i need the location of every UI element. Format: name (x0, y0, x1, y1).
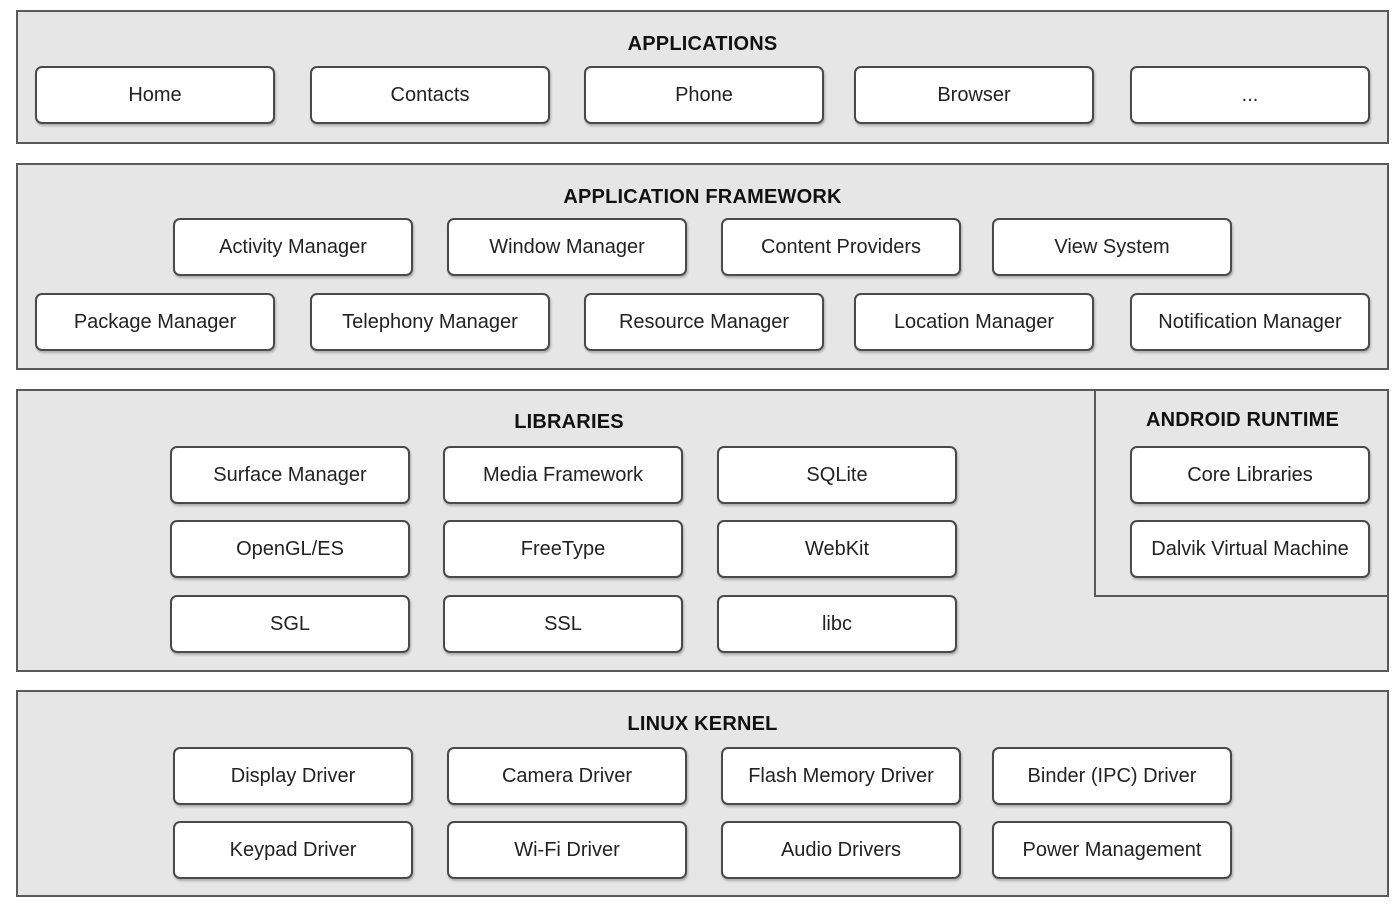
framework-title: APPLICATION FRAMEWORK (563, 186, 842, 208)
resource-manager-box: Resource Manager (584, 293, 824, 351)
applications-title: APPLICATIONS (627, 33, 778, 55)
kernel-title: LINUX KERNEL (627, 713, 778, 735)
app-phone-box: Phone (584, 66, 824, 124)
runtime-title: ANDROID RUNTIME (1146, 409, 1339, 431)
sgl-box: SGL (170, 595, 410, 653)
display-driver-box: Display Driver (173, 747, 413, 805)
wifi-driver-box: Wi-Fi Driver (447, 821, 687, 879)
location-manager-box: Location Manager (854, 293, 1094, 351)
app-browser-box: Browser (854, 66, 1094, 124)
flash-memory-driver-box: Flash Memory Driver (721, 747, 961, 805)
content-providers-box: Content Providers (721, 218, 961, 276)
media-framework-box: Media Framework (443, 446, 683, 504)
surface-manager-box: Surface Manager (170, 446, 410, 504)
binder-ipc-driver-box: Binder (IPC) Driver (992, 747, 1232, 805)
app-more-box: ... (1130, 66, 1370, 124)
freetype-box: FreeType (443, 520, 683, 578)
core-libraries-box: Core Libraries (1130, 446, 1370, 504)
app-home-box: Home (35, 66, 275, 124)
android-runtime-panel: ANDROID RUNTIME (1094, 389, 1389, 597)
webkit-box: WebKit (717, 520, 957, 578)
opengl-es-box: OpenGL/ES (170, 520, 410, 578)
power-management-box: Power Management (992, 821, 1232, 879)
notification-manager-box: Notification Manager (1130, 293, 1370, 351)
audio-drivers-box: Audio Drivers (721, 821, 961, 879)
dalvik-vm-box: Dalvik Virtual Machine (1130, 520, 1370, 578)
sqlite-box: SQLite (717, 446, 957, 504)
app-contacts-box: Contacts (310, 66, 550, 124)
view-system-box: View System (992, 218, 1232, 276)
window-manager-box: Window Manager (447, 218, 687, 276)
camera-driver-box: Camera Driver (447, 747, 687, 805)
ssl-box: SSL (443, 595, 683, 653)
keypad-driver-box: Keypad Driver (173, 821, 413, 879)
activity-manager-box: Activity Manager (173, 218, 413, 276)
libraries-title: LIBRARIES (514, 411, 624, 433)
libc-box: libc (717, 595, 957, 653)
package-manager-box: Package Manager (35, 293, 275, 351)
telephony-manager-box: Telephony Manager (310, 293, 550, 351)
